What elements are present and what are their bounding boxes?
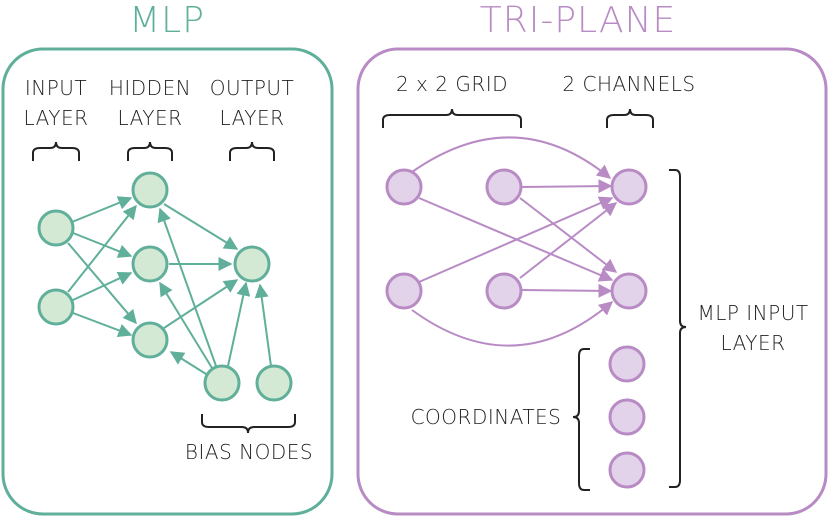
- bias-node: [203, 364, 241, 402]
- edge-g2-c2: [519, 197, 618, 273]
- channel-node: [610, 168, 648, 206]
- edge-b2-out: [254, 283, 272, 367]
- output-node: [233, 245, 271, 283]
- coordinates-label: COORDINATES: [411, 405, 562, 429]
- grid-node: [485, 168, 523, 206]
- hidden-node: [131, 171, 169, 209]
- channels-brace: [606, 108, 654, 128]
- mlp-nodes: [37, 171, 293, 402]
- mlp-input-layer-label-line1: MLP INPUT: [697, 301, 808, 325]
- edge-in1-h3: [67, 242, 137, 325]
- edge-h1-out: [163, 203, 239, 250]
- grid-node: [385, 272, 423, 310]
- edge-b1-h1: [157, 207, 217, 367]
- triplane-connections: [411, 136, 618, 347]
- hidden-layer-brace: [127, 141, 173, 161]
- grid-label: 2 x 2 GRID: [396, 72, 508, 96]
- hidden-node: [131, 245, 169, 283]
- grid-brace: [382, 108, 522, 128]
- edge-g4-c2: [521, 283, 613, 298]
- output-layer-brace: [229, 141, 275, 161]
- edge-h3-out: [163, 279, 239, 329]
- bias-nodes-brace: [201, 414, 296, 434]
- input-node: [37, 209, 75, 247]
- mlp-panel: MLP INPUT LAYER HIDDEN LAYER OUTPUT LAYE…: [1, 0, 334, 516]
- coordinate-node: [608, 451, 646, 489]
- edge-in2-h3: [72, 312, 133, 338]
- edge-b1-h3: [169, 351, 207, 375]
- triplane-panel: TRI-PLANE 2 x 2 GRID 2 CHANNELS: [356, 0, 828, 516]
- input-layer-label-line1: INPUT: [25, 76, 87, 100]
- edge-in2-h1: [67, 204, 137, 293]
- triplane-nodes: [385, 168, 648, 489]
- edge-in2-h2: [72, 271, 133, 301]
- coordinate-node: [608, 398, 646, 436]
- mlp-input-layer-brace: [669, 169, 687, 488]
- grid-node: [485, 272, 523, 310]
- channel-node: [610, 272, 648, 310]
- mlp-frame: [1, 47, 334, 516]
- coordinate-node: [608, 345, 646, 383]
- input-layer-label-line2: LAYER: [24, 106, 89, 130]
- input-node: [37, 288, 75, 326]
- mlp-connections: [67, 196, 272, 375]
- edge-g4-c1: [519, 202, 618, 279]
- output-layer-label-line1: OUTPUT: [210, 76, 295, 100]
- edge-b1-out: [227, 281, 251, 367]
- edge-b1-h2: [159, 281, 213, 369]
- mlp-input-layer-label-line2: LAYER: [721, 331, 786, 355]
- coordinates-brace: [572, 348, 590, 491]
- edge-g3-c1: [418, 196, 614, 283]
- bias-nodes-label: BIAS NODES: [185, 440, 313, 464]
- edge-g2-c1: [521, 179, 613, 194]
- channels-label: 2 CHANNELS: [562, 72, 695, 96]
- hidden-layer-label-line1: HIDDEN: [109, 76, 191, 100]
- hidden-node: [131, 321, 169, 359]
- triplane-title: TRI-PLANE: [480, 0, 677, 41]
- edge-g3-c2: [411, 301, 614, 347]
- bias-node: [255, 364, 293, 402]
- output-layer-label-line2: LAYER: [220, 106, 285, 130]
- mlp-title: MLP: [129, 0, 205, 41]
- edge-in1-h1: [71, 196, 133, 223]
- hidden-layer-label-line2: LAYER: [118, 106, 183, 130]
- triplane-frame: [356, 47, 828, 516]
- input-layer-brace: [32, 141, 80, 161]
- grid-node: [385, 168, 423, 206]
- edge-g1-c1: [411, 136, 612, 179]
- edge-in1-h2: [72, 232, 133, 258]
